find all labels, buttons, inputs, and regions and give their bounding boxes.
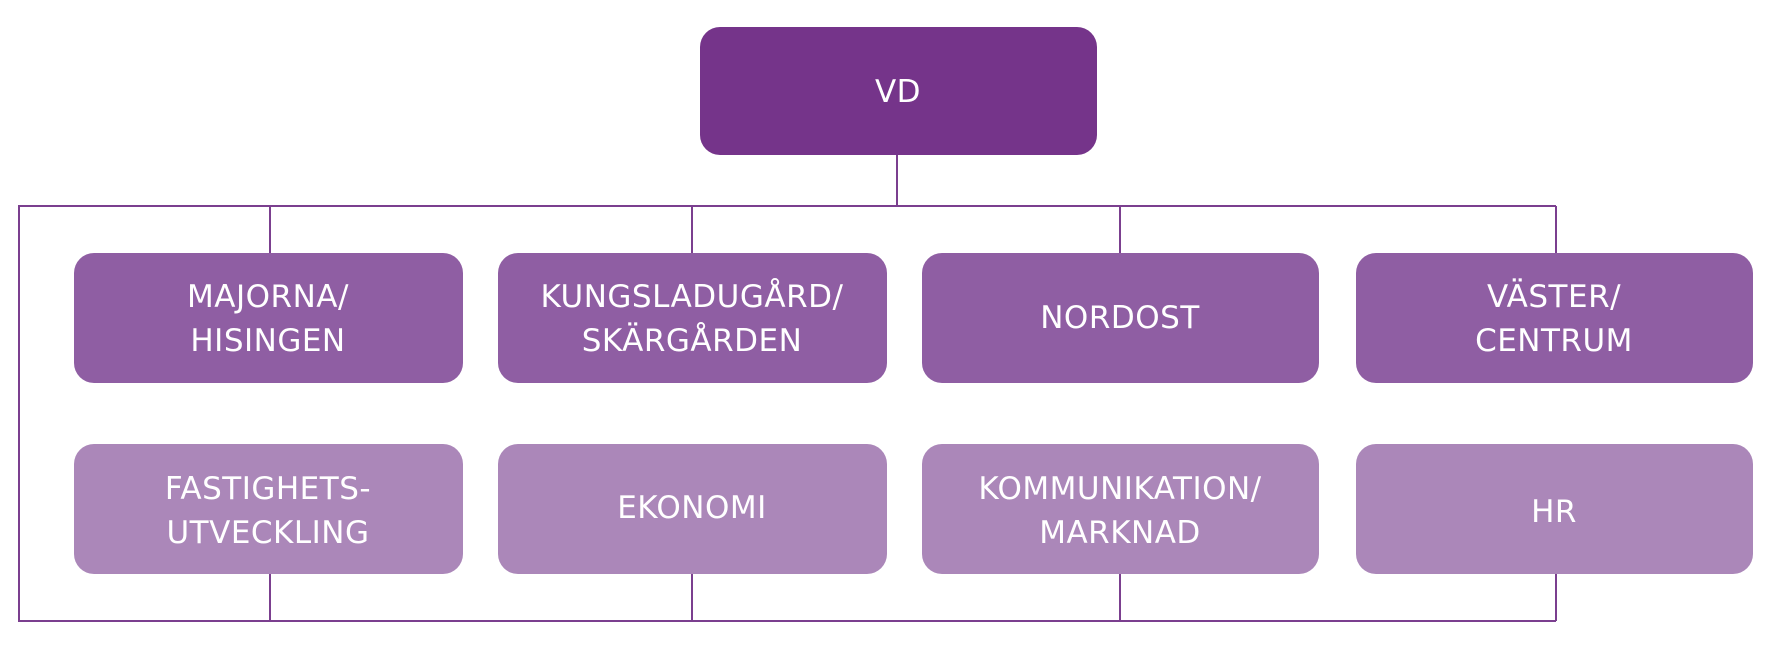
node-region-majorna-hisingen-box <box>74 253 463 383</box>
node-support-hr-label: HR <box>1531 494 1577 530</box>
node-region-kungsladugard-skargarden-label-line1: KUNGSLADUGÅRD/ <box>541 279 844 315</box>
node-region-nordost: NORDOST <box>922 253 1319 383</box>
node-vd: VD <box>700 27 1097 155</box>
node-region-kungsladugard-skargarden-box <box>498 253 887 383</box>
node-region-vaster-centrum: VÄSTER/ CENTRUM <box>1356 253 1753 383</box>
node-region-majorna-hisingen: MAJORNA/ HISINGEN <box>74 253 463 383</box>
node-support-kommunikation-marknad: KOMMUNIKATION/ MARKNAD <box>922 444 1319 574</box>
node-region-nordost-box <box>922 253 1319 383</box>
node-support-fastighetsutveckling-label-line1: FASTIGHETS- <box>165 471 371 507</box>
node-support-fastighetsutveckling-box <box>74 444 463 574</box>
node-vd-box <box>700 27 1097 155</box>
node-support-fastighetsutveckling: FASTIGHETS- UTVECKLING <box>74 444 463 574</box>
node-region-kungsladugard-skargarden-label-line2: SKÄRGÅRDEN <box>582 323 803 359</box>
node-region-kungsladugard-skargarden: KUNGSLADUGÅRD/ SKÄRGÅRDEN <box>498 253 887 383</box>
node-support-kommunikation-marknad-label-line2: MARKNAD <box>1039 515 1201 551</box>
node-support-ekonomi: EKONOMI <box>498 444 887 574</box>
region-row: MAJORNA/ HISINGEN KUNGSLADUGÅRD/ SKÄRGÅR… <box>74 253 1753 383</box>
node-support-ekonomi-box <box>498 444 887 574</box>
node-support-ekonomi-label: EKONOMI <box>617 490 767 526</box>
node-region-nordost-label: NORDOST <box>1040 300 1200 336</box>
node-support-hr-box <box>1356 444 1753 574</box>
node-region-vaster-centrum-box <box>1356 253 1753 383</box>
connectors <box>18 155 1557 622</box>
node-region-vaster-centrum-label-line2: CENTRUM <box>1475 323 1633 359</box>
node-region-vaster-centrum-label-line1: VÄSTER/ <box>1487 279 1621 315</box>
node-region-majorna-hisingen-label-line1: MAJORNA/ <box>187 279 349 315</box>
node-region-majorna-hisingen-label-line2: HISINGEN <box>190 323 345 359</box>
node-support-fastighetsutveckling-label-line2: UTVECKLING <box>166 515 369 551</box>
connector-outer-loop <box>18 205 1556 622</box>
node-support-kommunikation-marknad-box <box>922 444 1319 574</box>
node-support-kommunikation-marknad-label-line1: KOMMUNIKATION/ <box>978 471 1261 507</box>
support-row: FASTIGHETS- UTVECKLING EKONOMI KOMMUNIKA… <box>74 444 1753 574</box>
node-support-hr: HR <box>1356 444 1753 574</box>
node-vd-label: VD <box>875 74 921 110</box>
